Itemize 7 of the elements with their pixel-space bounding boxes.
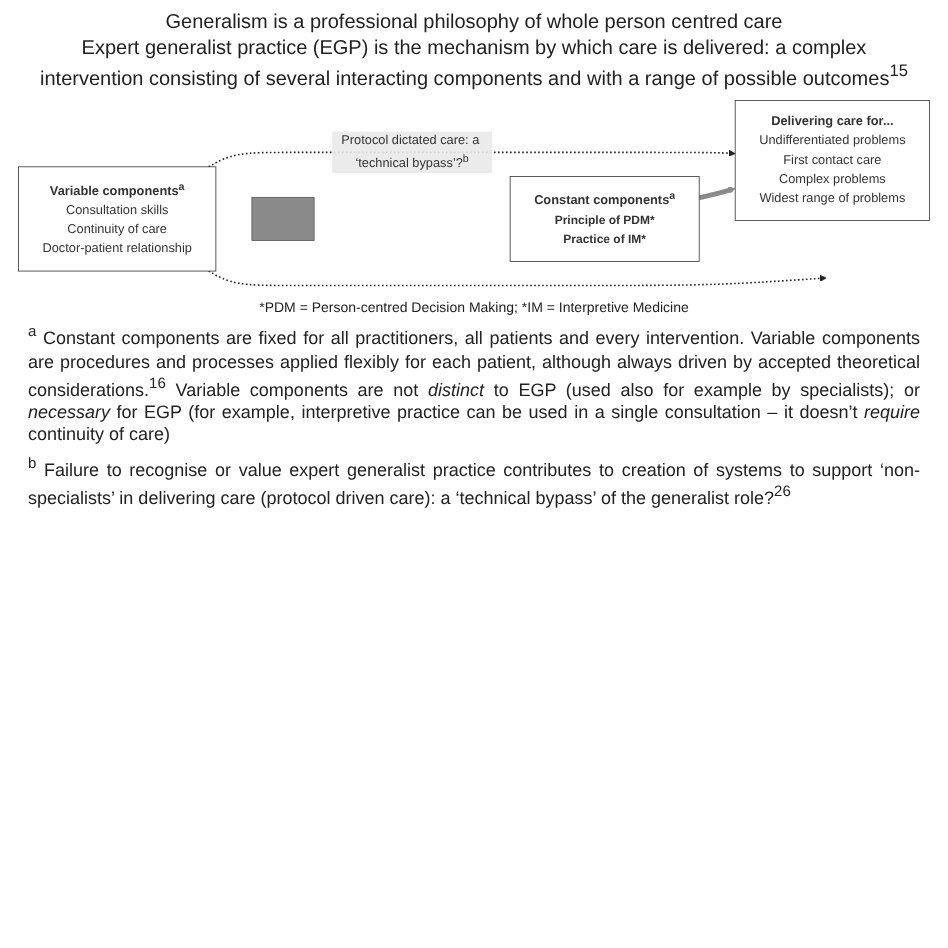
arrow <box>207 270 827 287</box>
footnote: $^{a}$ Constant components are fixed for all practitioners, all patients and every intervention. Variable components are procedures and processes applied flexibly for each patient, although always driven by accepted theoretical considerations.$^{16}$ Variable components are not distinct to EGP (used also for example by specialists); or necessary for EGP (for example, interpretive practice can be used in a single consultation – it doesn’t require continuity of care) <box>28 322 920 448</box>
intro-text: Expert generalist practice (EGP) is the mechanism by which care is delivered: a complex intervention consisting of several interacting components and with a range of possible outcomes$^{15}$ <box>38 38 910 91</box>
footnote: $^{b}$ Failure to recognise or value expert generalist practice contributes to creation of systems to support ‘non-specialists’ in delivering care (protocol driven care): a ‘technical bypass’ of the generalist role?$^{26}$ <box>28 453 920 511</box>
title: Generalism is a professional philosophy of whole person centred care <box>163 12 785 34</box>
plus-icon <box>251 197 315 242</box>
block-arrow <box>698 187 736 201</box>
